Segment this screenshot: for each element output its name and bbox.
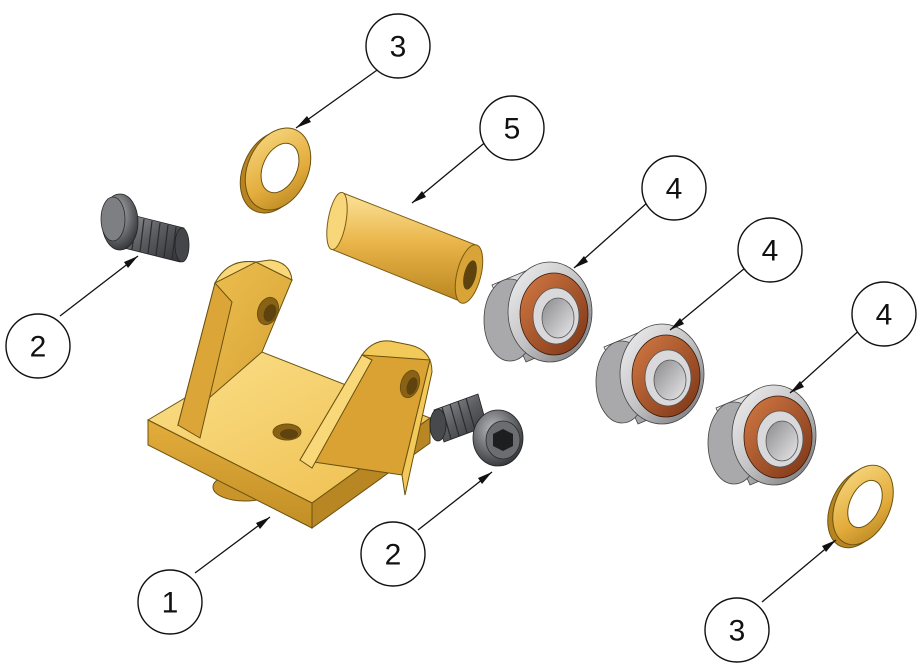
bearing-2-part [595, 323, 705, 425]
leader-lines [59, 67, 864, 603]
leader-3-bottom [761, 539, 837, 603]
balloon-label: 1 [162, 587, 179, 620]
balloon-label: 4 [666, 173, 683, 206]
bracket-part [146, 259, 433, 529]
balloon-4-c: 4 [851, 281, 917, 347]
washer-bottom-part [827, 464, 894, 549]
balloon-2-left: 2 [5, 313, 71, 379]
leader-4-a [573, 201, 649, 269]
washer-top-part [239, 127, 312, 214]
bolt-left-part [100, 193, 190, 263]
arrowhead [478, 472, 492, 484]
balloon-5: 5 [479, 95, 545, 161]
balloon-label: 5 [504, 113, 521, 146]
leader-4-c [789, 326, 864, 394]
balloon-label: 2 [30, 331, 47, 364]
leader-2-right [417, 471, 493, 531]
arrowhead [256, 517, 270, 529]
leader-2-left [59, 255, 139, 317]
bushing-part [326, 191, 484, 304]
leader-5 [411, 139, 489, 204]
balloon-3-bottom: 3 [704, 597, 770, 663]
arrowhead [790, 381, 804, 393]
balloon-4-a: 4 [641, 155, 707, 221]
balloon-label: 3 [390, 31, 407, 64]
balloon-label: 4 [762, 235, 779, 268]
balloon-2-right: 2 [360, 521, 426, 587]
balloon-1: 1 [137, 569, 203, 635]
bearings-group [483, 261, 817, 486]
bearing-3-part [707, 384, 817, 486]
leader-1 [194, 516, 271, 574]
balloon-label: 4 [876, 299, 893, 332]
arrowhead [574, 256, 588, 268]
balloon-4-b: 4 [737, 217, 803, 283]
arrowhead [670, 318, 684, 330]
balloon-label: 3 [729, 615, 746, 648]
bearing-1-part [483, 261, 593, 363]
arrowhead [822, 540, 836, 552]
balloon-3-top: 3 [365, 13, 431, 79]
arrowhead [412, 191, 426, 203]
arrowhead [124, 256, 138, 268]
leader-3-top [295, 67, 381, 129]
arrowhead [296, 116, 311, 128]
bolt-right-part [429, 393, 524, 467]
balloon-label: 2 [385, 539, 402, 572]
leader-4-b [669, 267, 746, 331]
